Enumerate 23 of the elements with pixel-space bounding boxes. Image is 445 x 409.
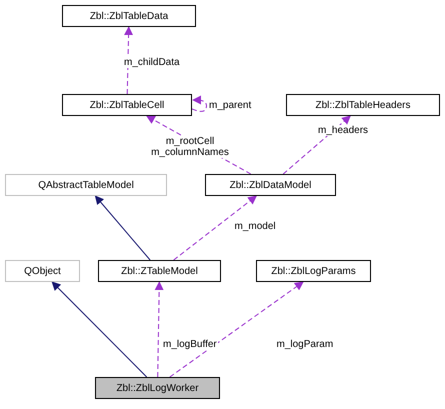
class-box: Zbl::ZTableModel [98, 260, 221, 282]
self-loop-arrow [192, 96, 207, 112]
edge-label: m_model [234, 220, 277, 232]
arrow [154, 281, 164, 378]
external-class-box: QAbstractTableModel [5, 174, 167, 196]
class-box: Zbl::ZblLogParams [256, 260, 371, 282]
class-box: Zbl::ZblTableHeaders [286, 94, 440, 116]
edge-label: m_parent [208, 100, 252, 110]
class-box: Zbl::ZblTableData [62, 5, 196, 27]
edge-label: m_headers [317, 124, 370, 136]
arrow [124, 26, 134, 94]
arrow [173, 195, 258, 260]
arrow [169, 281, 304, 378]
arrow [52, 281, 148, 378]
edge-label: m_logParam [276, 338, 334, 350]
class-box: Zbl::ZblDataModel [205, 174, 336, 196]
class-box: Zbl::ZblTableCell [62, 94, 192, 116]
external-class-box: QObject [5, 260, 80, 282]
edge-label: m_childData [123, 56, 181, 68]
highlighted-class-box: Zbl::ZblLogWorker [95, 377, 220, 399]
arrow [282, 115, 351, 174]
arrow [94, 195, 151, 260]
edge-label: m_logBuffer [162, 338, 218, 350]
